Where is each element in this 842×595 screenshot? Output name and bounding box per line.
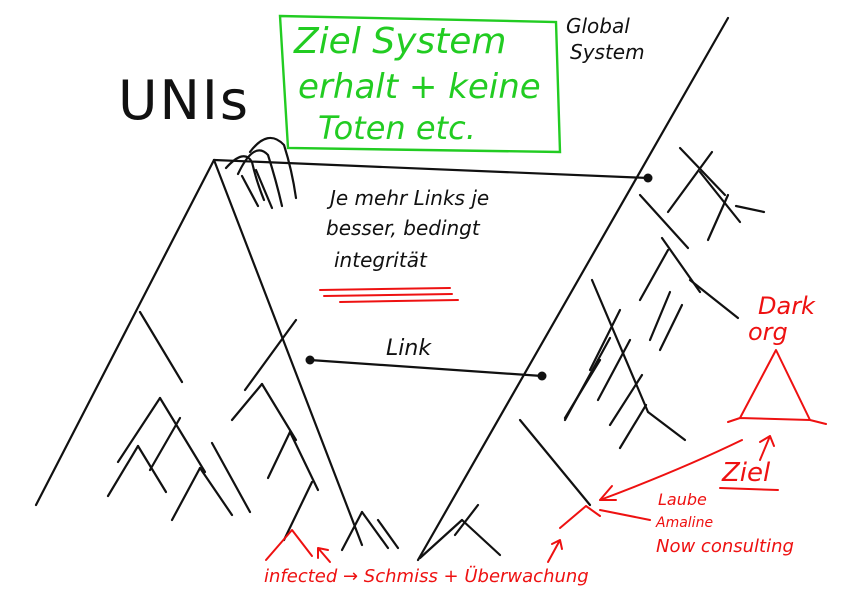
infected-mark	[265, 529, 313, 561]
infected-label: infected → Schmiss + Überwachung	[264, 566, 589, 587]
link-node-left	[305, 355, 315, 365]
dark-org-triangle	[727, 349, 827, 425]
ziel-arrow	[759, 435, 775, 461]
goal-line-1: Ziel System	[294, 21, 507, 62]
left-tree	[34, 158, 400, 552]
dark-org-line-1: Dark	[758, 292, 815, 320]
actors-pointer	[599, 509, 651, 521]
goal-box-border	[278, 14, 562, 154]
unis-scribbles	[224, 136, 298, 210]
infected-arrow	[317, 547, 331, 563]
actor-amaline: Amaline	[656, 515, 714, 531]
links-note-2: besser, bedingt	[326, 216, 480, 240]
link-label: Link	[386, 336, 432, 361]
unis-label: UNIs	[118, 69, 250, 132]
link-node-top-right	[643, 173, 653, 183]
arrowhead-node	[599, 485, 617, 501]
global-label-1: Global	[566, 14, 630, 38]
right-tree	[416, 16, 766, 562]
link-node-right	[537, 371, 547, 381]
links-note-1: Je mehr Links je	[330, 186, 490, 210]
underline-3	[339, 299, 459, 303]
global-label-2: System	[570, 40, 645, 64]
actor-laube: Laube	[658, 490, 707, 509]
ziel-underline	[719, 487, 779, 491]
goal-line-3: Toten etc.	[318, 109, 476, 147]
infected-right-arrow	[547, 539, 563, 563]
underline-2	[323, 293, 453, 297]
underline-1	[319, 287, 451, 291]
actor-now-consulting: Now consulting	[656, 536, 794, 557]
goal-line-2: erhalt + keine	[298, 67, 541, 107]
links	[212, 158, 653, 381]
ziel-label: Ziel	[722, 458, 771, 488]
red-node-mark	[559, 505, 601, 529]
dark-org-line-2: org	[748, 318, 788, 346]
links-note-3: integrität	[334, 248, 427, 272]
arrow-darkorg-to-node	[599, 439, 743, 501]
